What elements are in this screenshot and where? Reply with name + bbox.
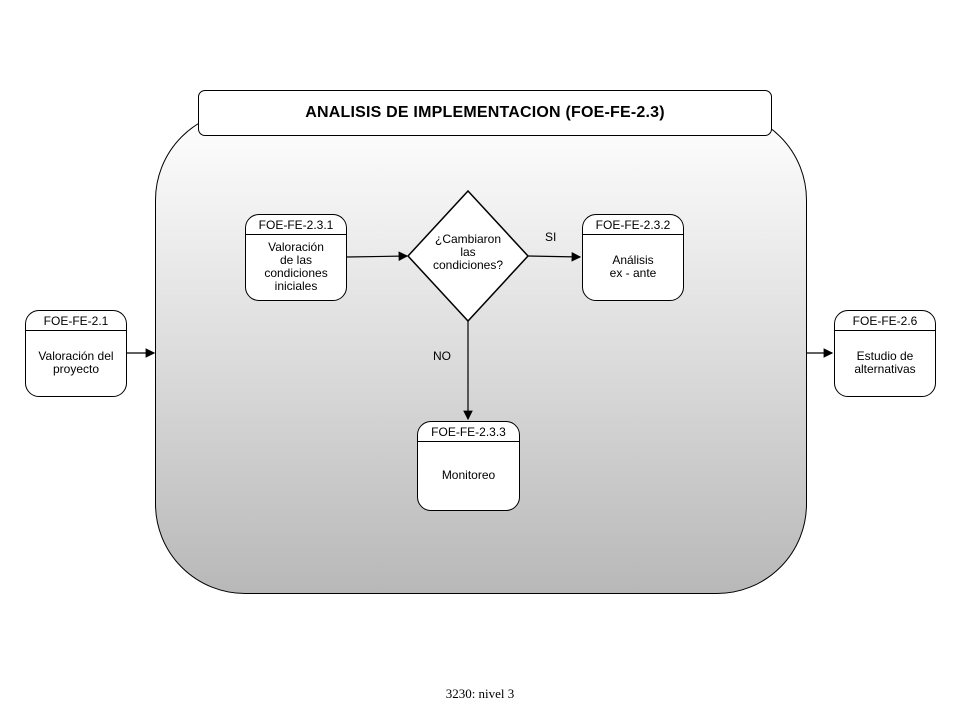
page-caption: 3230: nivel 3 (445, 686, 515, 701)
process-code: FOE-FE-2.1 (26, 311, 126, 331)
process-code: FOE-FE-2.6 (835, 311, 935, 331)
process-box-foe-fe-2-6: FOE-FE-2.6 Estudio de alternativas (834, 310, 936, 397)
process-text: Monitoreo (441, 468, 496, 482)
process-text: Valoración de las condiciones iniciales (264, 240, 328, 293)
process-box-foe-fe-2-3-1: FOE-FE-2.3.1 Valoración de las condicion… (245, 214, 347, 301)
arrow-2.3.1-to-decision (346, 251, 409, 261)
arrow-decision-to-2.3.2 (527, 252, 582, 262)
process-code: FOE-FE-2.3.2 (583, 215, 683, 235)
process-box-foe-fe-2-3-2: FOE-FE-2.3.2 Análisis ex - ante (582, 214, 684, 301)
subprocess-container (155, 110, 807, 594)
process-code: FOE-FE-2.3.1 (246, 215, 346, 235)
process-box-foe-fe-2-1: FOE-FE-2.1 Valoración del proyecto (25, 310, 127, 397)
edge-label-no: NO (433, 349, 451, 363)
process-text: Valoración del proyecto (38, 349, 114, 376)
process-box-foe-fe-2-3-3: FOE-FE-2.3.3 Monitoreo (417, 421, 520, 511)
process-text: Estudio de alternativas (854, 349, 916, 376)
subprocess-title: ANALISIS DE IMPLEMENTACION (FOE-FE-2.3) (198, 90, 772, 136)
process-text: Análisis ex - ante (609, 253, 657, 280)
edge-label-yes: SI (545, 230, 557, 244)
process-code: FOE-FE-2.3.3 (418, 422, 519, 442)
decision-label: ¿Cambiaron las condiciones? (432, 232, 504, 272)
